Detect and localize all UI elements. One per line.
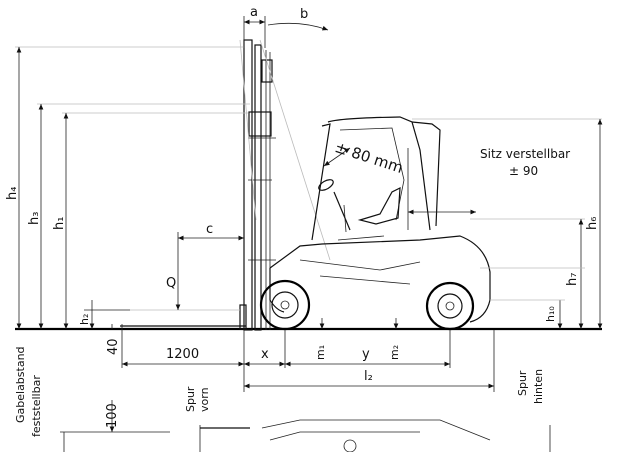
tilt-dimensions: a b — [239, 5, 331, 261]
seat-note-line2: ± 90 — [509, 164, 538, 178]
label-x: x — [261, 347, 269, 362]
label-y: y — [362, 347, 370, 362]
label-h1: h₁ — [52, 217, 67, 230]
label-40: 40 — [106, 338, 121, 355]
label-Q: Q — [166, 276, 176, 291]
label-m1: m₁ — [314, 345, 327, 360]
label-h2: h₂ — [78, 314, 91, 325]
label-l2: l₂ — [364, 369, 373, 384]
seat-tilt-indicator: ± 80 mm — [323, 138, 406, 177]
label-spur-hinten-1: Spur — [516, 370, 529, 396]
rear-wheel — [425, 281, 475, 331]
label-spur-hinten-2: hinten — [532, 369, 545, 404]
seat-adjust-note: Sitz verstellbar ± 90 — [408, 147, 570, 215]
truck-body — [269, 116, 491, 323]
height-dimensions-left: h₄ h₃ h₁ h₂ — [5, 47, 130, 329]
label-1200: 1200 — [166, 347, 199, 362]
label-h6: h₆ — [585, 217, 600, 230]
label-h7: h₇ — [565, 273, 580, 286]
label-m2: m₂ — [388, 345, 401, 360]
label-c: c — [206, 222, 213, 237]
height-dimensions-right: h₆ h₇ h₁₀ — [470, 119, 603, 329]
front-wheel — [259, 279, 311, 331]
label-spur-vorn-2: vorn — [198, 387, 211, 412]
length-dimensions: 1200 x y l₂ 40 m₁ m₂ — [106, 318, 495, 392]
label-feststellbar: feststellbar — [30, 375, 43, 437]
label-h10: h₁₀ — [544, 306, 557, 322]
label-100: 100 — [105, 403, 120, 428]
load-center: c Q — [166, 222, 244, 310]
label-spur-vorn-1: Spur — [184, 386, 197, 412]
label-b: b — [300, 7, 308, 22]
label-h3: h₃ — [27, 212, 42, 225]
label-h4: h₄ — [5, 187, 20, 200]
label-tilt-80mm: ± 80 mm — [333, 138, 406, 177]
label-a: a — [250, 5, 258, 20]
seat-note-line1: Sitz verstellbar — [480, 147, 570, 161]
label-gabelabstand: Gabelabstand — [14, 346, 27, 423]
top-view-partial — [60, 400, 551, 452]
